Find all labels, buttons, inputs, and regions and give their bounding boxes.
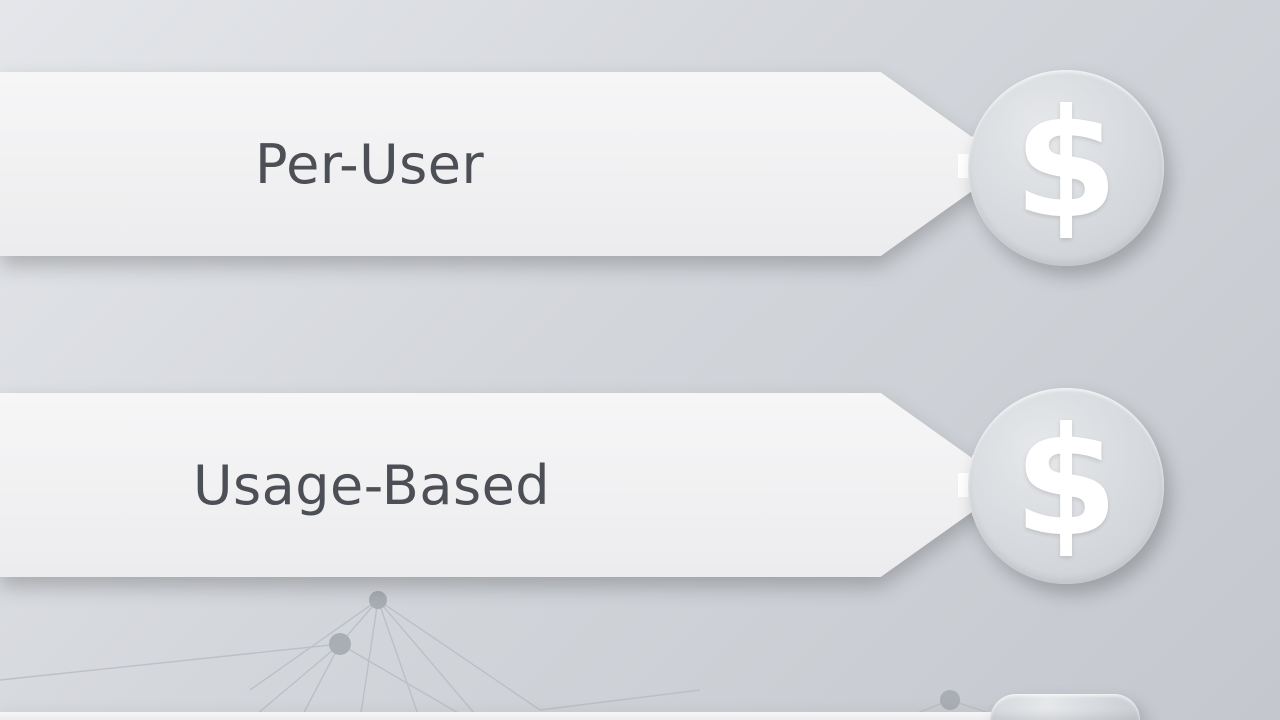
dollar-coin-icon: $ xyxy=(968,70,1164,266)
dollar-coin-icon xyxy=(990,694,1140,720)
network-node xyxy=(329,633,351,655)
pricing-banner-partial xyxy=(0,712,1010,720)
network-node xyxy=(940,690,960,710)
banner-shape xyxy=(0,393,1010,577)
network-node xyxy=(369,591,387,609)
pricing-banner-per-user: Per-User xyxy=(0,72,1010,256)
banner-shape xyxy=(0,712,1010,720)
banner-shape xyxy=(0,72,1010,256)
dollar-sign-icon: $ xyxy=(1013,78,1119,252)
banner-label: Per-User xyxy=(255,132,485,196)
banner-label: Usage-Based xyxy=(193,453,551,517)
dollar-sign-icon: $ xyxy=(1013,396,1119,570)
pricing-banner-usage-based: Usage-Based xyxy=(0,393,1010,577)
dollar-coin-icon: $ xyxy=(968,388,1164,584)
